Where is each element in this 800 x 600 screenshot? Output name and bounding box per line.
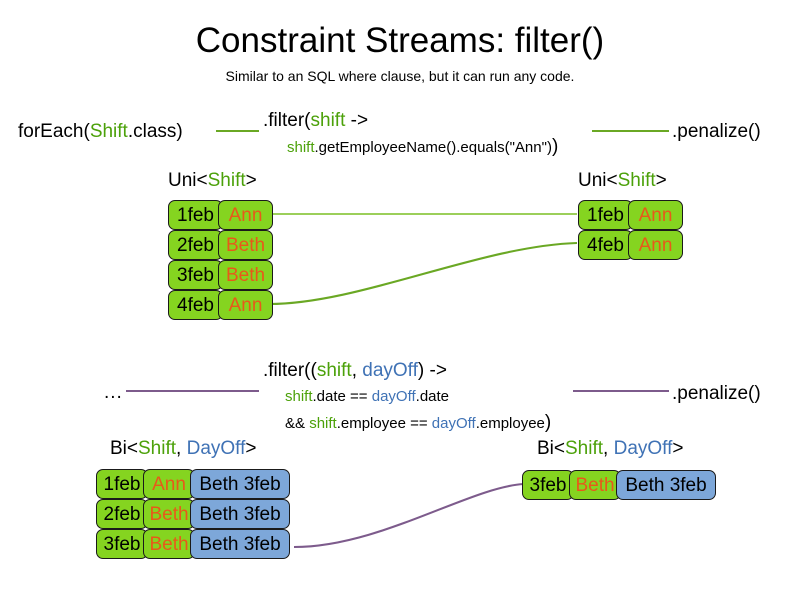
foreach-prefix: forEach(: [18, 121, 90, 142]
table-row[interactable]: 1feb Ann Beth 3feb: [96, 469, 290, 499]
bi-output-type-generic-a: Shift: [565, 438, 604, 459]
cell-dayoff: Beth 3feb: [190, 499, 290, 529]
bi-output-type-suffix: >: [672, 438, 684, 459]
cell-date: 4feb: [168, 290, 223, 320]
bi-filter-param-sep: ,: [351, 360, 363, 381]
cell-date: 2feb: [96, 499, 148, 529]
cell-employee: Beth: [143, 529, 195, 559]
page-title: Constraint Streams: filter(): [195, 21, 605, 60]
bi-input-table: 1feb Ann Beth 3feb 2feb Beth Beth 3feb 3…: [96, 469, 290, 559]
foreach-type: Shift: [89, 121, 128, 142]
bi-output-type-sep: ,: [603, 438, 614, 459]
cell-dayoff: Beth 3feb: [190, 529, 290, 559]
uni-filter-open: .filter(: [263, 110, 311, 131]
bi-output-type-label: Bi<Shift, DayOff>: [537, 438, 683, 460]
table-row[interactable]: 4feb Ann: [578, 230, 683, 260]
bi-filter-l3-mid: .employee ==: [336, 415, 432, 432]
uni-input-type-label: Uni<Shift>: [168, 170, 257, 192]
bi-filter-l3-end: .employee: [475, 415, 545, 432]
uni-penalize-label: .penalize(): [672, 121, 761, 142]
cell-employee: Ann: [628, 200, 683, 230]
cell-dayoff: Beth 3feb: [616, 470, 716, 500]
uni-filter-arrow: ->: [345, 110, 369, 131]
bi-input-type-label: Bi<Shift, DayOff>: [110, 438, 256, 460]
table-row[interactable]: 1feb Ann: [168, 200, 273, 230]
cell-date: 3feb: [522, 470, 574, 500]
cell-date: 1feb: [578, 200, 633, 230]
bi-input-type-prefix: Bi<: [110, 438, 138, 459]
bi-input-type-generic-b: DayOff: [186, 438, 246, 459]
bi-filter-code: .filter((shift, dayOff) -> shift.date ==…: [263, 358, 551, 437]
bi-input-type-generic-a: Shift: [138, 438, 177, 459]
wire-bi-row3: [293, 482, 525, 549]
wire-uni-row4: [268, 241, 578, 306]
cell-date: 4feb: [578, 230, 633, 260]
bi-input-type-sep: ,: [176, 438, 187, 459]
table-row[interactable]: 2feb Beth Beth 3feb: [96, 499, 290, 529]
bi-penalize-label: .penalize(): [672, 383, 761, 404]
uni-input-type-generic: Shift: [207, 170, 246, 191]
bi-filter-l3-op: &&: [285, 415, 310, 432]
foreach-suffix: .class): [127, 121, 183, 142]
cell-date: 2feb: [168, 230, 223, 260]
table-row[interactable]: 3feb Beth Beth 3feb: [96, 529, 290, 559]
cell-employee: Ann: [218, 290, 273, 320]
page-subtitle: Similar to an SQL where clause, but it c…: [225, 68, 575, 84]
cell-date: 1feb: [168, 200, 223, 230]
cell-dayoff: Beth 3feb: [190, 469, 290, 499]
bi-filter-l2-end: .date: [415, 388, 450, 405]
table-row[interactable]: 2feb Beth: [168, 230, 273, 260]
uni-output-type-prefix: Uni<: [578, 170, 618, 191]
uni-output-type-generic: Shift: [617, 170, 656, 191]
uni-input-table: 1feb Ann 2feb Beth 3feb Beth 4feb Ann: [168, 200, 273, 320]
uni-output-type-label: Uni<Shift>: [578, 170, 667, 192]
cell-date: 3feb: [168, 260, 223, 290]
uni-filter-code: .filter(shift -> shift.getEmployeeName()…: [263, 108, 558, 161]
uni-output-type-suffix: >: [655, 170, 667, 191]
table-row[interactable]: 1feb Ann: [578, 200, 683, 230]
uni-filter-body-var: shift: [287, 139, 315, 156]
cell-employee: Beth: [218, 260, 273, 290]
table-row[interactable]: 3feb Beth Beth 3feb: [522, 470, 716, 500]
bi-filter-line-1: .filter((shift, dayOff) ->: [263, 358, 551, 384]
cell-employee: Beth: [143, 499, 195, 529]
bi-filter-param-a: shift: [316, 360, 352, 381]
cell-employee: Ann: [218, 200, 273, 230]
cell-employee: Beth: [218, 230, 273, 260]
uni-output-table: 1feb Ann 4feb Ann: [578, 200, 683, 260]
cell-employee: Ann: [628, 230, 683, 260]
table-row[interactable]: 4feb Ann: [168, 290, 273, 320]
uni-input-type-prefix: Uni<: [168, 170, 208, 191]
cell-date: 1feb: [96, 469, 148, 499]
bi-output-type-generic-b: DayOff: [613, 438, 673, 459]
bi-filter-l2-var-a: shift: [285, 388, 313, 405]
bi-filter-line-2: shift.date == dayOff.date: [263, 384, 551, 410]
bi-filter-param-b: dayOff: [362, 360, 418, 381]
bi-filter-l3-var-b: dayOff: [431, 415, 476, 432]
bi-filter-close-paren: ): [544, 412, 552, 433]
bi-filter-l2-mid: .date ==: [312, 388, 372, 405]
uni-filter-close-paren: ): [551, 136, 559, 157]
bi-filter-l3-var-a: shift: [309, 415, 337, 432]
bi-input-type-suffix: >: [245, 438, 257, 459]
uni-filter-line-2: shift.getEmployeeName().equals("Ann")): [263, 134, 558, 161]
bi-filter-arrow: ) ->: [417, 360, 447, 381]
bi-filter-open: .filter((: [263, 360, 317, 381]
cell-employee: Beth: [569, 470, 621, 500]
uni-filter-body-expr: .getEmployeeName().equals("Ann"): [314, 139, 552, 156]
bi-source-label: ...: [104, 382, 123, 403]
uni-filter-lambda-param: shift: [310, 110, 346, 131]
bi-output-table: 3feb Beth Beth 3feb: [522, 470, 716, 500]
cell-date: 3feb: [96, 529, 148, 559]
bi-output-type-prefix: Bi<: [537, 438, 565, 459]
bi-filter-line-3: && shift.employee == dayOff.employee): [263, 410, 551, 437]
uni-input-type-suffix: >: [245, 170, 257, 191]
cell-employee: Ann: [143, 469, 195, 499]
bi-filter-l2-var-b: dayOff: [371, 388, 416, 405]
table-row[interactable]: 3feb Beth: [168, 260, 273, 290]
foreach-label: forEach(Shift.class): [18, 119, 183, 145]
uni-filter-line-1: .filter(shift ->: [263, 108, 558, 134]
